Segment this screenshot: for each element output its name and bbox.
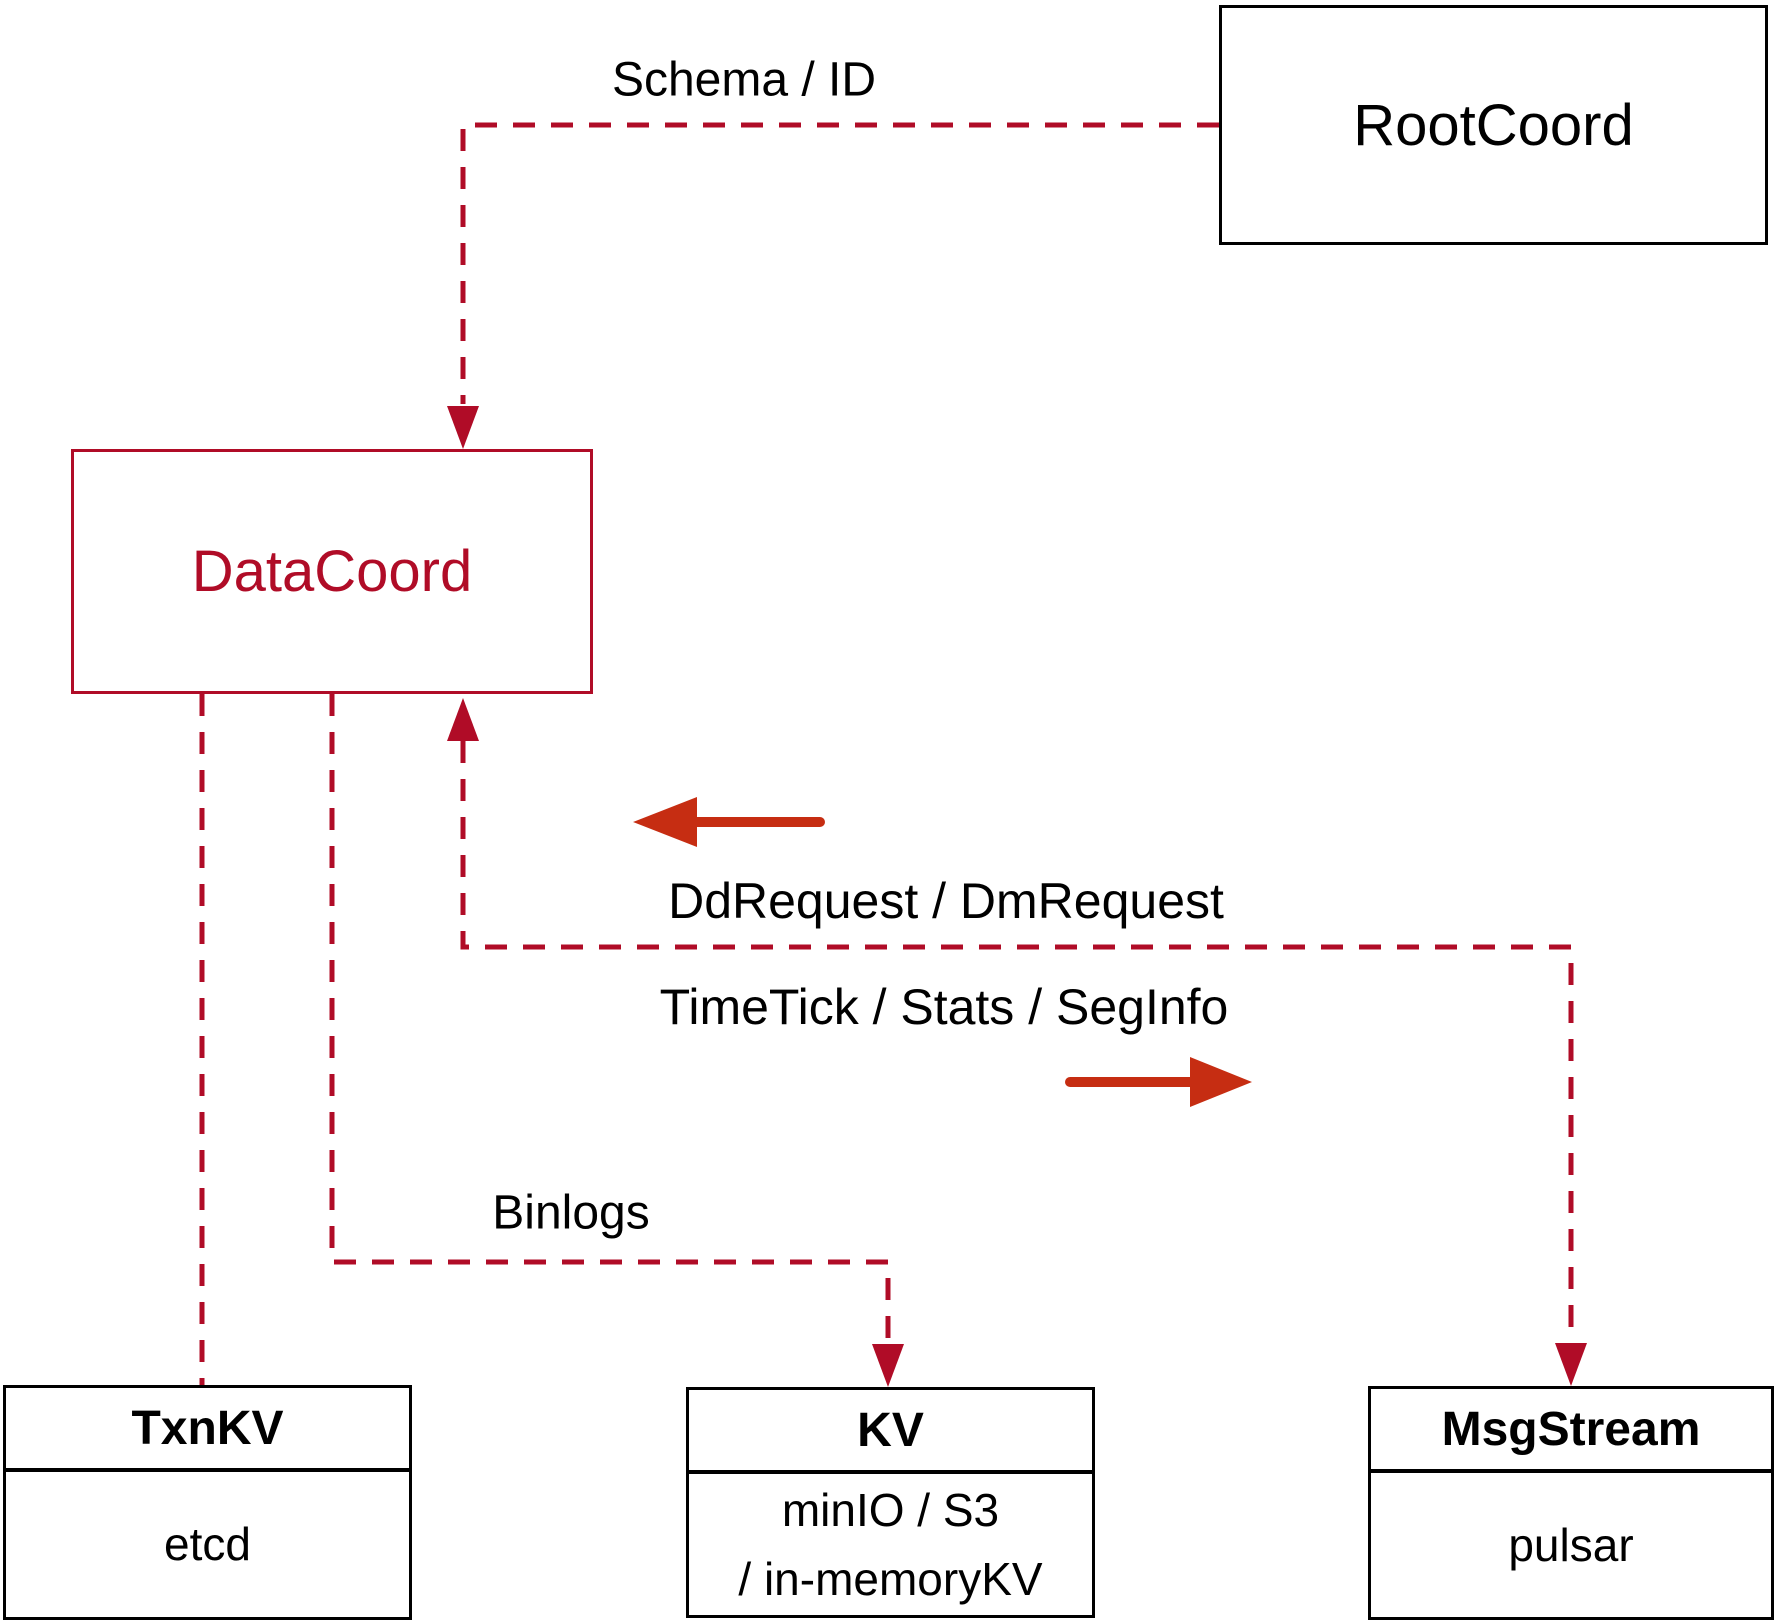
txnkv-title: TxnKV — [6, 1388, 409, 1472]
edge-label-timetick-stats-seginfo: TimeTick / Stats / SegInfo — [659, 979, 1229, 1035]
right-direction-arrow-head-icon — [1190, 1057, 1252, 1107]
edge-msgstream-channel-line — [460, 741, 1574, 1343]
arrowhead-down-into-kv-icon — [872, 1344, 904, 1387]
kv-body-line2: / in-memoryKV — [738, 1552, 1043, 1605]
msgstream-body: pulsar — [1508, 1518, 1634, 1571]
msgstream-title: MsgStream — [1371, 1389, 1771, 1473]
arrowhead-down-into-msgstream-icon — [1555, 1343, 1587, 1386]
kv-title: KV — [689, 1390, 1092, 1474]
node-kv: KV minIO / S3 / in-memoryKV — [686, 1387, 1095, 1618]
datacoord-title: DataCoord — [191, 539, 473, 604]
node-msgstream: MsgStream pulsar — [1368, 1386, 1774, 1620]
arrowhead-down-into-datacoord-icon — [447, 406, 479, 449]
edge-label-ddrequest-dmrequest: DdRequest / DmRequest — [668, 873, 1224, 929]
node-datacoord: DataCoord — [71, 449, 593, 694]
left-direction-arrow-head-icon — [633, 797, 697, 847]
edge-label-binlogs: Binlogs — [492, 1186, 650, 1240]
edge-label-schema-id: Schema / ID — [611, 53, 877, 107]
kv-body: minIO / S3 / in-memoryKV — [689, 1474, 1092, 1615]
edge-binlogs-line — [329, 694, 891, 1344]
txnkv-body: etcd — [164, 1518, 251, 1570]
edge-schema-id-line — [460, 122, 1219, 404]
node-rootcoord: RootCoord — [1219, 5, 1768, 245]
rootcoord-title: RootCoord — [1353, 92, 1634, 158]
kv-body-line1: minIO / S3 — [781, 1483, 1000, 1536]
arrowhead-up-into-datacoord-icon — [447, 698, 479, 741]
node-txnkv: TxnKV etcd — [3, 1385, 412, 1620]
